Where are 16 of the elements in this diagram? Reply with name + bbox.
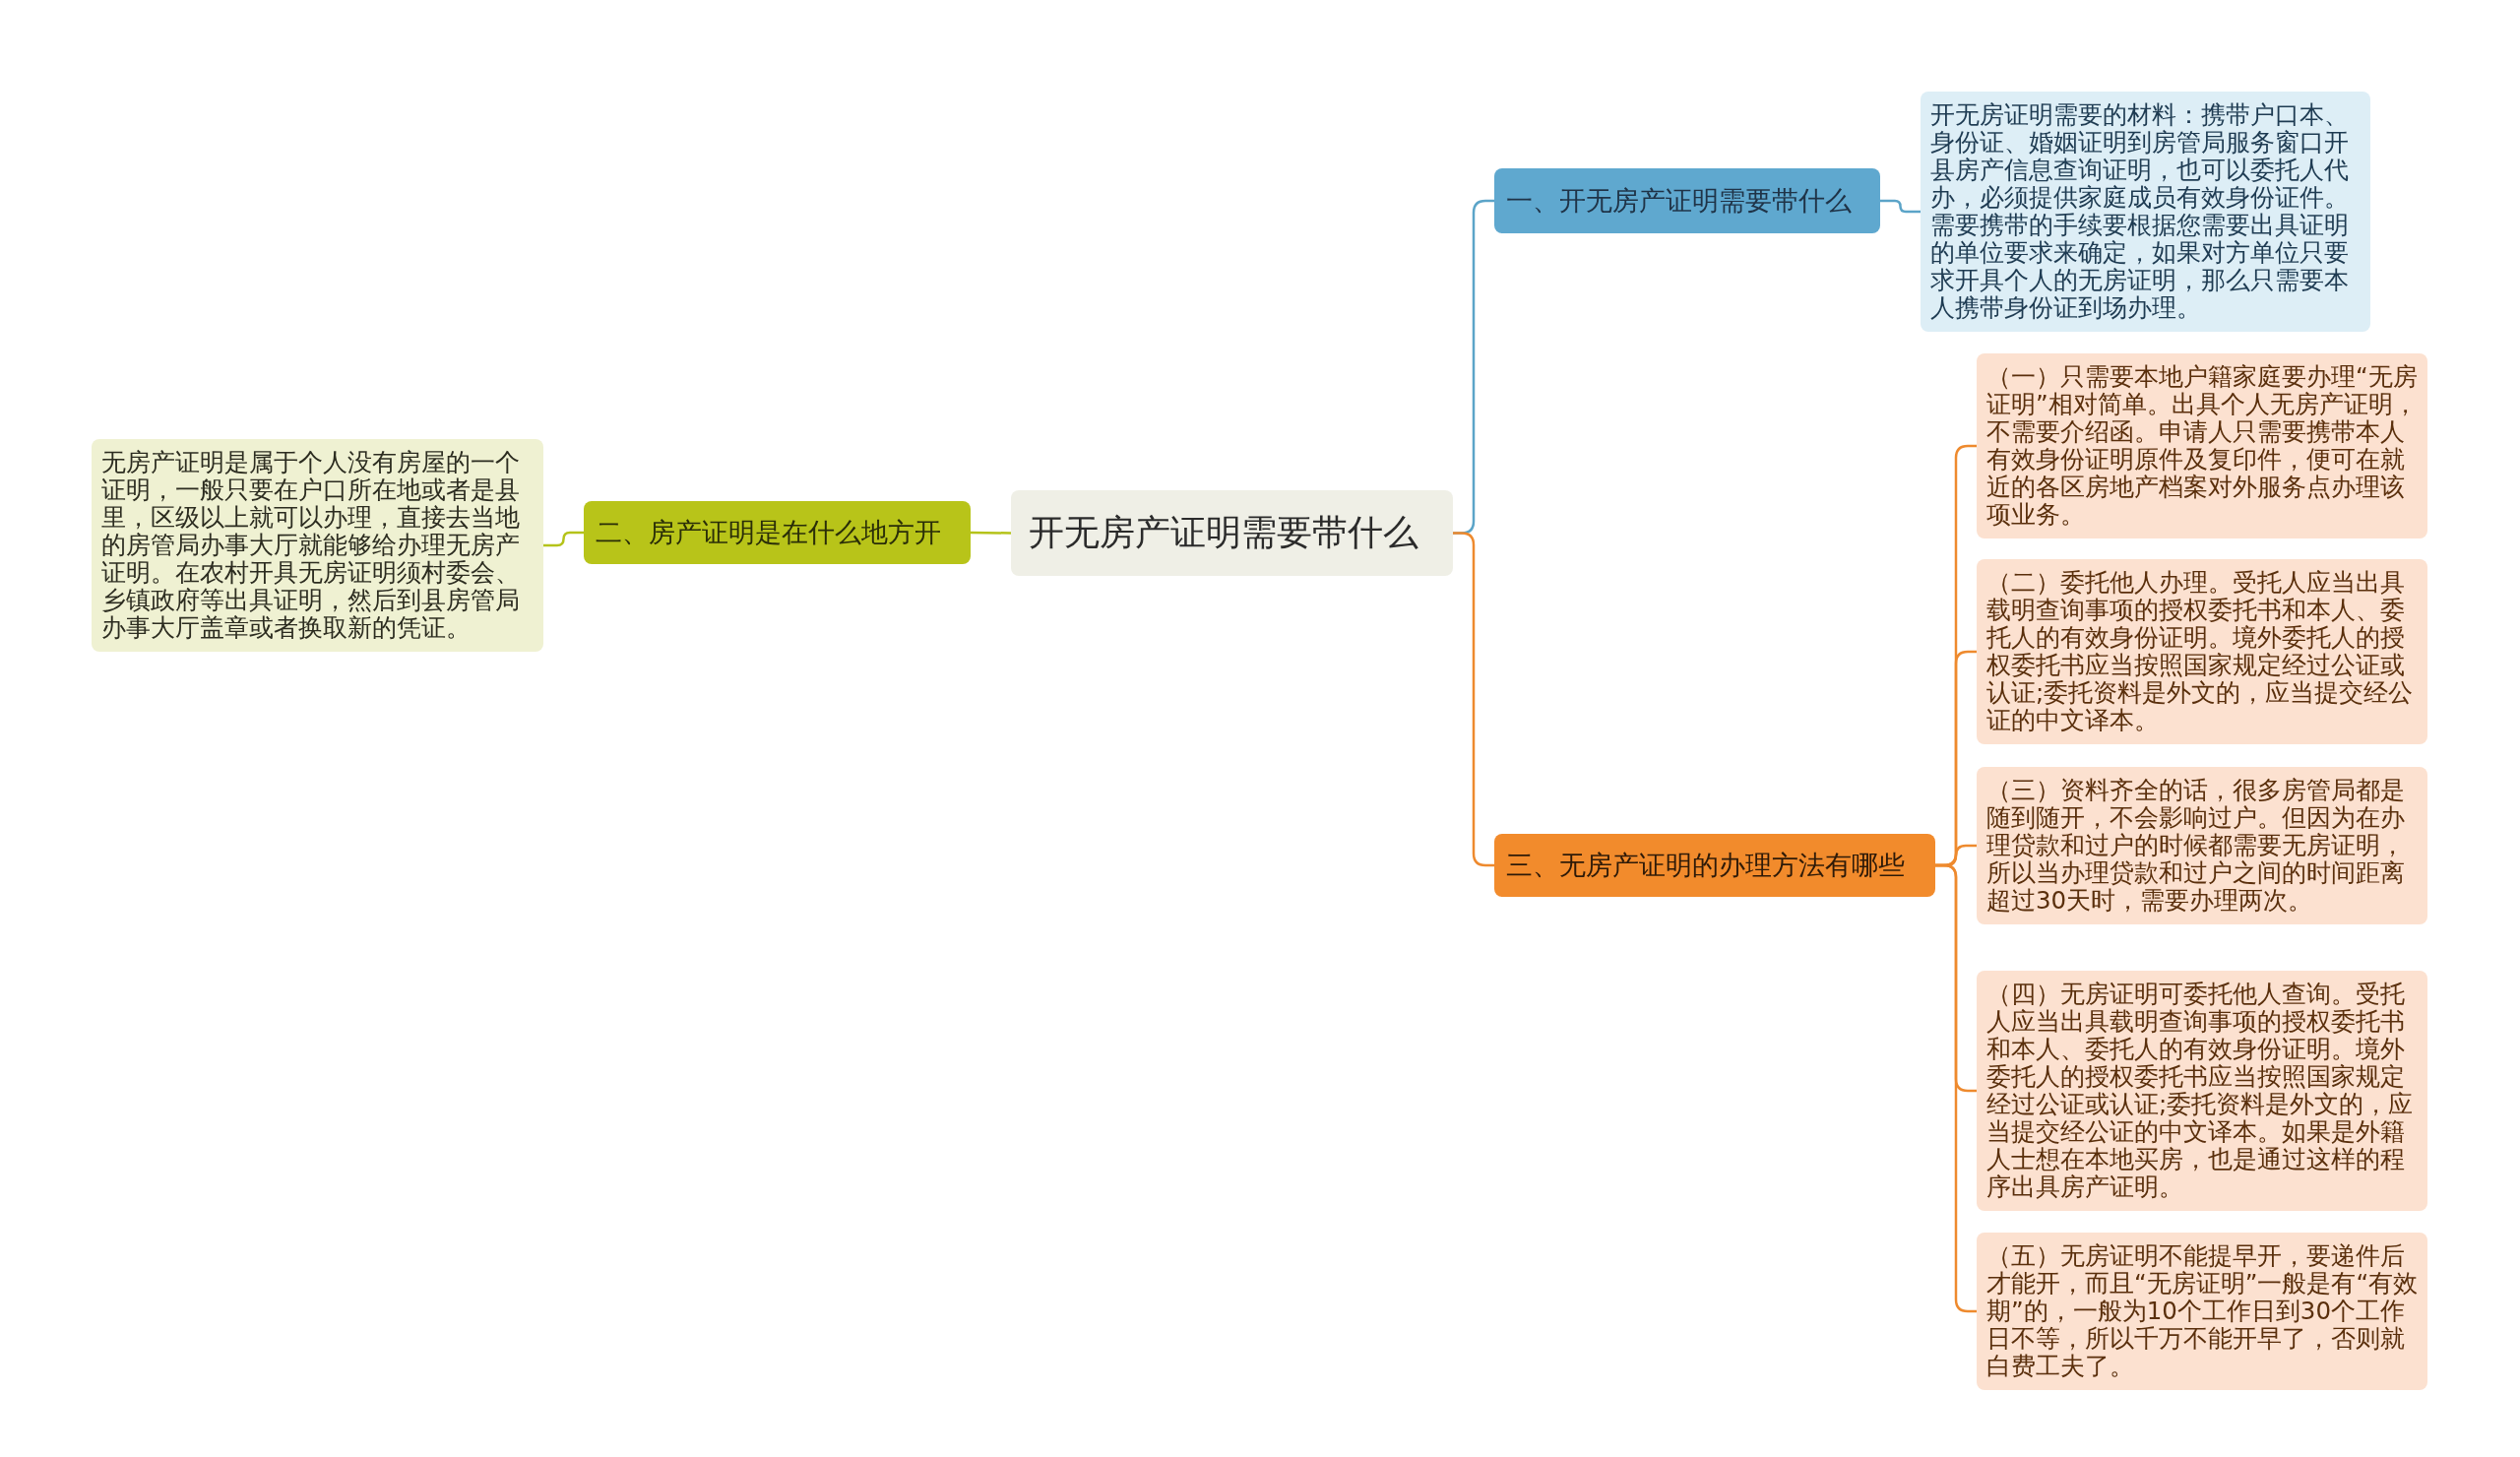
detail-note: （一）只需要本地户籍家庭要办理“无房证明”相对简单。出具个人无房产证明，不需要介绍函。申请人只需要携带本人有效身份证明原件及复印件，便可在就近的各区房地产档案对外服务点办理该项业务。 (1977, 353, 2427, 538)
root-topic: 开无房产证明需要带什么 (1011, 490, 1453, 576)
detail-note: （二）委托他人办理。受托人应当出具载明查询事项的授权委托书和本人、委托人的有效身份证明。境外委托人的授权委托书应当按照国家规定经过公证或认证;委托资料是外文的，应当提交经公证的中文译本。 (1977, 559, 2427, 744)
detail-note: （四）无房证明可委托他人查询。受托人应当出具载明查询事项的授权委托书和本人、委托人的有效身份证明。境外委托人的授权委托书应当按照国家规定经过公证或认证;委托资料是外文的，应当提交经公证的中文译本。如果是外籍人士想在本地买房，也是通过这样的程序出具房产证明。 (1977, 971, 2427, 1211)
connector-line (1880, 199, 1921, 214)
branch-topic: 一、开无房产证明需要带什么 (1494, 168, 1880, 233)
connector-line (1453, 532, 1494, 867)
detail-note: 无房产证明是属于个人没有房屋的一个证明，一般只要在户口所在地或者是县里，区级以上就可以办理，直接去当地的房管局办事大厅就能够给办理无房产证明。在农村开具无房证明须村委会、乡镇政府等出具证明，然后到县房管局办事大厅盖章或者换取新的凭证。 (92, 439, 543, 652)
branch-topic: 二、房产证明是在什么地方开 (584, 501, 971, 564)
branch-topic: 三、无房产证明的办理方法有哪些 (1494, 834, 1935, 897)
detail-note: （三）资料齐全的话，很多房管局都是随到随开，不会影响过户。但因为在办理贷款和过户的时候都需要无房证明，所以当办理贷款和过户之间的时间距离超过30天时，需要办理两次。 (1977, 767, 2427, 924)
connector-line (971, 531, 1011, 535)
detail-note: 开无房证明需要的材料：携带户口本、身份证、婚姻证明到房管局服务窗口开县房产信息查询证明，也可以委托人代办，必须提供家庭成员有效身份证件。需要携带的手续要根据您需要出具证明的单位要求来确定，如果对方单位只要求开具个人的无房证明，那么只需要本人携带身份证到场办理。 (1921, 92, 2370, 332)
connector-line (1935, 863, 1977, 1313)
detail-note: （五）无房证明不能提早开，要递件后才能开，而且“无房证明”一般是有“有效期”的，一般为10个工作日到30个工作日不等，所以千万不能开早了，否则就白费工夫了。 (1977, 1233, 2427, 1390)
connector-line (543, 531, 584, 547)
